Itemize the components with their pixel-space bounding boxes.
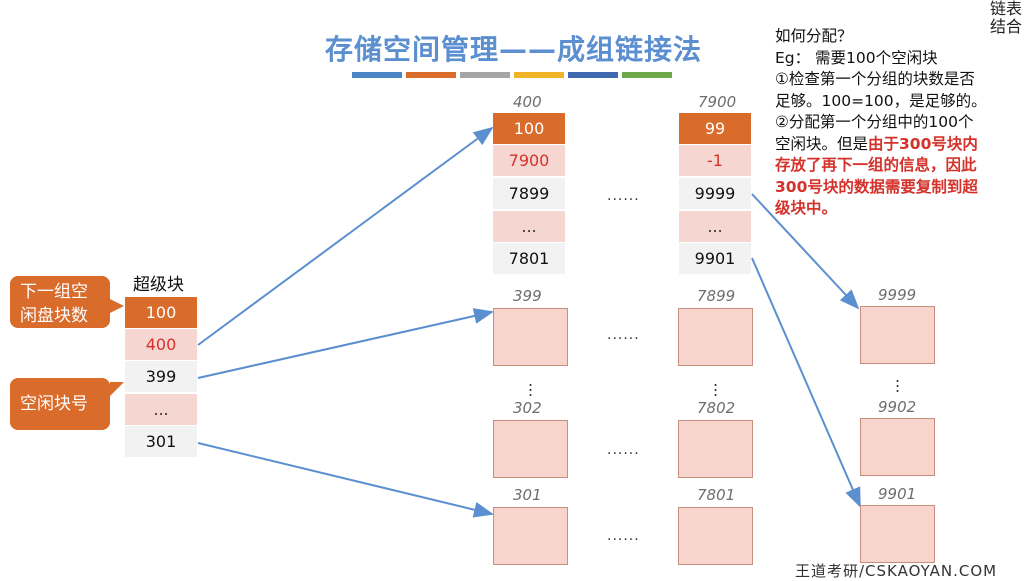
superblock-cell-301: 301 [125, 426, 197, 457]
group400-cell-7899: 7899 [493, 178, 565, 209]
vertical-ellipsis-col3: ... [895, 367, 901, 396]
superblock-cell-ellipsis: ... [125, 394, 197, 425]
note-line-6a: 空闲块。但是 [775, 134, 869, 153]
group7900-cell-9999: 9999 [679, 178, 751, 209]
group400-next-cell: 7900 [493, 145, 565, 176]
slide-title: 存储空间管理——成组链接法 [325, 33, 703, 66]
ellipsis-row-399: ...... [607, 327, 640, 343]
block7802-label: 7802 [697, 399, 736, 417]
arrow-sb400-to-group400 [197, 126, 494, 346]
group7900-next-cell: -1 [679, 145, 751, 176]
arrow-9901-to-block9901 [751, 257, 861, 508]
note-line-7: 存放了再下一组的信息，因此 [775, 156, 977, 174]
note-line-6b: 由于300号块内 [868, 134, 978, 153]
group7900-cell-9901: 9901 [679, 243, 751, 274]
block7801-label: 7801 [697, 486, 736, 504]
free-block-7899 [678, 308, 753, 366]
watermark: 王道考研/CSKAOYAN.COM [795, 562, 998, 580]
callout-free-block-text: 空闲块号 [20, 394, 88, 414]
superblock-label: 超级块 [133, 275, 184, 295]
free-block-9999 [860, 306, 935, 364]
callout-next-group-count: 下一组空闲盘块数 [10, 276, 110, 328]
superblock-next-cell: 400 [125, 329, 197, 360]
group7900-count-cell: 99 [679, 113, 751, 144]
block9901-label: 9901 [878, 485, 917, 503]
title-bar-6 [622, 72, 672, 78]
superblock-count-cell: 100 [125, 297, 197, 328]
group7900-cell-ellipsis: ... [679, 211, 751, 242]
ellipsis-row-301: ...... [607, 528, 640, 544]
ellipsis-row-302: ...... [607, 442, 640, 458]
title-bar-4 [514, 72, 564, 78]
group400-cell-ellipsis: ... [493, 211, 565, 242]
free-block-9901 [860, 505, 935, 563]
free-block-301 [493, 507, 568, 565]
arrow-sb301-to-block301 [197, 442, 494, 518]
title-bar-2 [406, 72, 456, 78]
group400-cell-7801: 7801 [493, 243, 565, 274]
note-line-2: Eg： 需要100个空闲块 [775, 48, 938, 67]
block9902-label: 9902 [878, 398, 917, 416]
callout-pointer-1 [110, 299, 124, 313]
block7899-label: 7899 [697, 287, 736, 305]
allocation-notes: 如何分配？ Eg： 需要100个空闲块 ①检查第一个分组的块数是否 足够。100… [775, 26, 1024, 220]
note-line-1: 如何分配？ [775, 27, 853, 45]
superblock-cell-399: 399 [125, 361, 197, 392]
corner-line-1: 链表 [990, 0, 1023, 18]
title-bar-1 [352, 72, 402, 78]
note-line-4: 足够。100=100，是足够的。 [775, 91, 987, 110]
block302-label: 302 [513, 399, 542, 417]
callout-next-group-text: 下一组空闲盘块数 [20, 282, 88, 326]
block301-label: 301 [513, 486, 542, 504]
title-bar-3 [460, 72, 510, 78]
free-block-399 [493, 308, 568, 366]
note-line-5: ②分配第一个分组中的100个 [775, 113, 974, 131]
ellipsis-row-groups: ...... [607, 188, 640, 204]
block9999-label: 9999 [878, 286, 917, 304]
group400-label: 400 [513, 93, 542, 111]
arrow-9999-to-block9999 [751, 193, 860, 310]
callout-free-block-no: 空闲块号 [10, 378, 110, 430]
callout-pointer-2 [110, 382, 124, 396]
note-line-9: 级块中。 [775, 199, 838, 217]
free-block-9902 [860, 418, 935, 476]
vertical-ellipsis-col2: ... [713, 371, 719, 400]
group400-count-cell: 100 [493, 113, 565, 144]
free-block-7801 [678, 507, 753, 565]
note-line-8: 300号块的数据需要复制到超 [775, 177, 978, 196]
group7900-label: 7900 [698, 93, 737, 111]
vertical-ellipsis-col1: ... [528, 371, 534, 400]
free-block-302 [493, 420, 568, 478]
note-line-6: 空闲块。但是由于300号块内 [775, 134, 1024, 156]
free-block-7802 [678, 420, 753, 478]
title-bar-5 [568, 72, 618, 78]
corner-text: 链表 结合 [990, 0, 1022, 36]
arrow-sb399-to-block399 [197, 308, 494, 379]
corner-line-2: 结合 [990, 17, 1023, 36]
note-line-3: ①检查第一个分组的块数是否 [775, 70, 975, 88]
block399-label: 399 [513, 287, 542, 305]
